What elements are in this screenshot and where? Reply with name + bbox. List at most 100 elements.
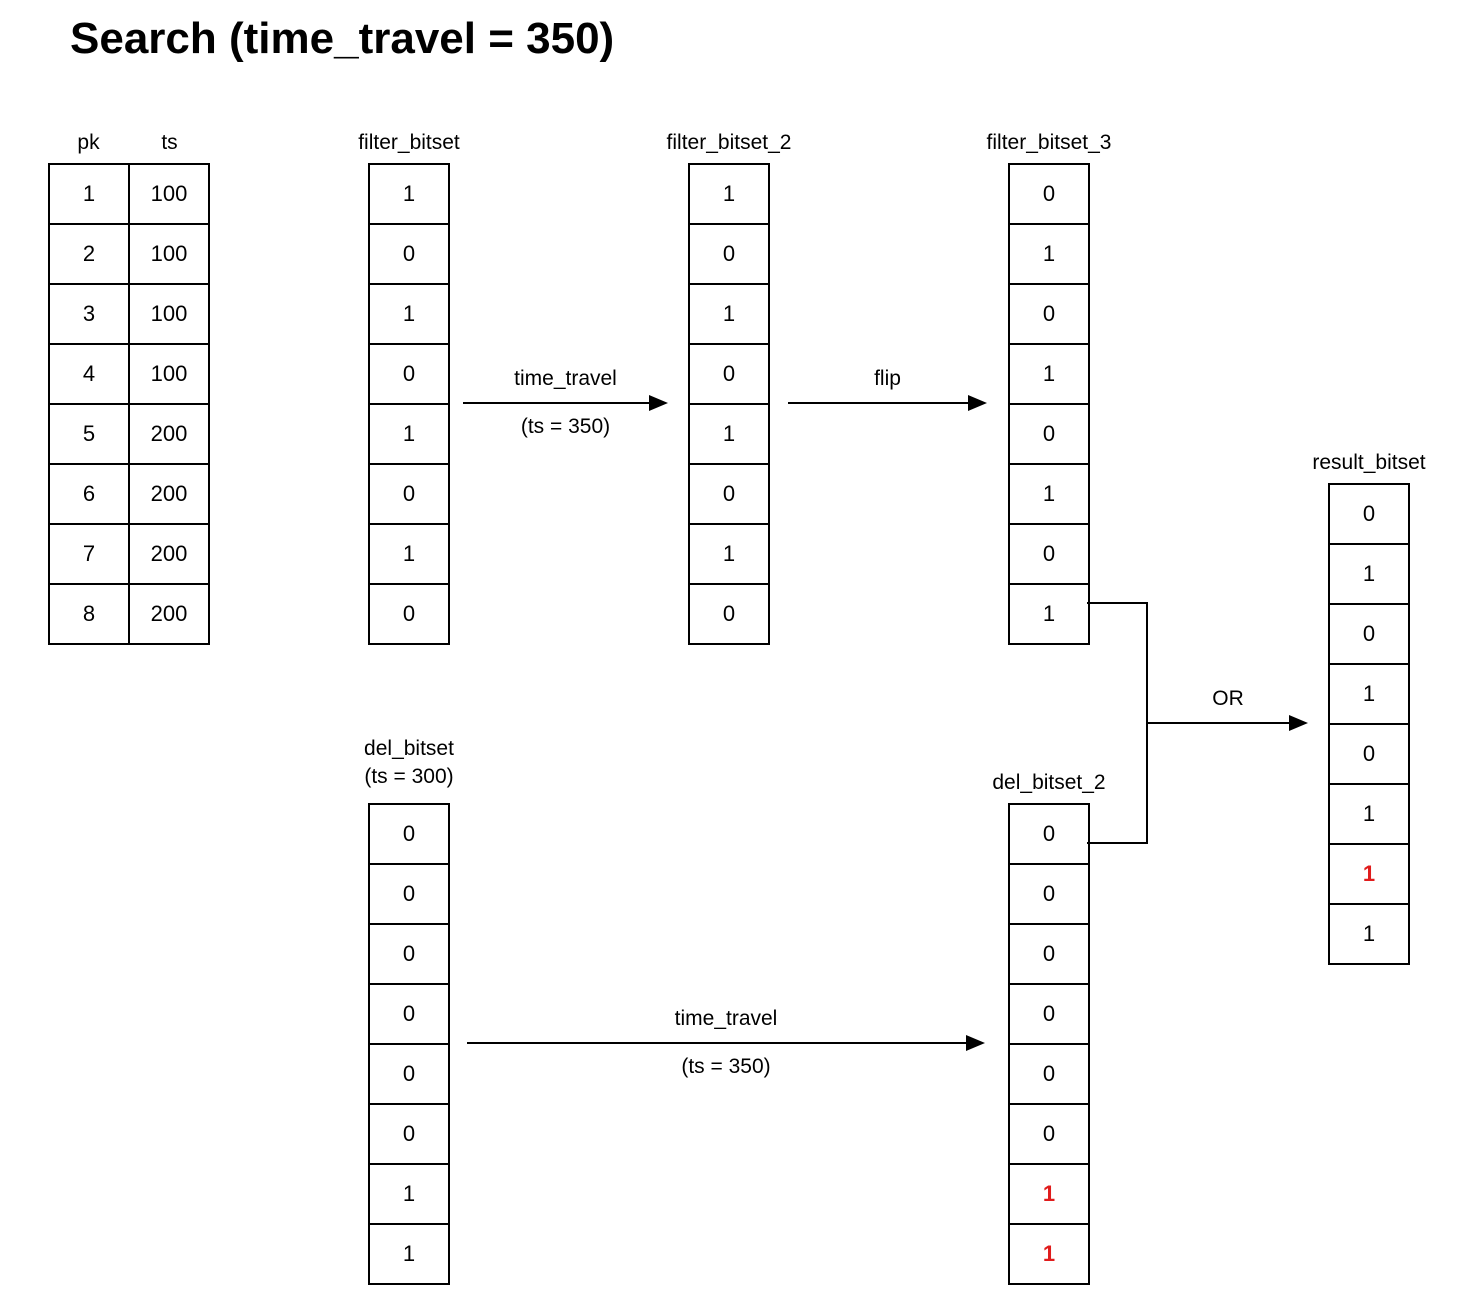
- result_bitset-cell-5: 0: [1328, 723, 1410, 785]
- time-travel-arrow-bottom-label: time_travel: [674, 1007, 778, 1030]
- del-bitset-label: del_bitset: [364, 737, 454, 760]
- result_bitset-cell-8: 1: [1328, 903, 1410, 965]
- time-travel-arrow-bottom-shaft: [467, 1034, 985, 1052]
- or-arrow: OR: [1148, 686, 1308, 732]
- del_bitset_2-cell-6: 0: [1008, 1103, 1090, 1165]
- record-cell-ts-1: 100: [128, 163, 210, 225]
- or-arrow-shaft: [1148, 714, 1308, 732]
- del_bitset_2-cell-7: 1: [1008, 1163, 1090, 1225]
- arrow-line: [1148, 722, 1289, 724]
- filter_bitset_2-cell-1: 1: [688, 163, 770, 225]
- filter_bitset_3-cell-8: 1: [1008, 583, 1090, 645]
- del_bitset-cell-3: 0: [368, 923, 450, 985]
- connector-filter-bitset-3: [1087, 602, 1148, 604]
- filter_bitset_3-cell-6: 1: [1008, 463, 1090, 525]
- filter_bitset_2-cell-4: 0: [688, 343, 770, 405]
- time-travel-arrow-bottom: time_travel (ts = 350): [467, 1006, 985, 1080]
- filter_bitset-cell-4: 0: [368, 343, 450, 405]
- result_bitset-cell-4: 1: [1328, 663, 1410, 725]
- record-cell-pk-3: 3: [48, 283, 130, 345]
- arrow-line: [788, 402, 968, 404]
- time-travel-arrow-top-shaft: [463, 394, 668, 412]
- filter_bitset-cell-7: 1: [368, 523, 450, 585]
- filter_bitset-cell-3: 1: [368, 283, 450, 345]
- filter-bitset-3-label: filter_bitset_3: [986, 131, 1112, 154]
- del_bitset_2-cell-3: 0: [1008, 923, 1090, 985]
- arrowhead-icon: [966, 1035, 985, 1051]
- del_bitset_2-cell-5: 0: [1008, 1043, 1090, 1105]
- filter-bitset-label: filter_bitset: [358, 131, 460, 154]
- filter_bitset-cell-6: 0: [368, 463, 450, 525]
- record-cell-pk-4: 4: [48, 343, 130, 405]
- filter_bitset-cell-8: 0: [368, 583, 450, 645]
- column-header-ts: ts: [161, 131, 178, 154]
- filter_bitset_2-cell-5: 1: [688, 403, 770, 465]
- record-cell-ts-8: 200: [128, 583, 210, 645]
- arrow-line: [467, 1042, 966, 1044]
- record-cell-pk-6: 6: [48, 463, 130, 525]
- record-table-headers: pk ts: [48, 129, 210, 157]
- time-travel-arrow-top-sublabel: (ts = 350): [520, 415, 611, 438]
- record-cell-pk-5: 5: [48, 403, 130, 465]
- record-cell-ts-4: 100: [128, 343, 210, 405]
- filter_bitset_3-cell-4: 1: [1008, 343, 1090, 405]
- record-cell-pk-7: 7: [48, 523, 130, 585]
- del_bitset-cell-2: 0: [368, 863, 450, 925]
- filter_bitset-cell-1: 1: [368, 163, 450, 225]
- filter_bitset-cell-2: 0: [368, 223, 450, 285]
- record-cell-ts-6: 200: [128, 463, 210, 525]
- del-bitset-2-label: del_bitset_2: [992, 771, 1106, 794]
- column-header-pk: pk: [77, 131, 100, 154]
- flip-arrow: flip: [788, 366, 987, 412]
- or-arrow-label: OR: [1212, 687, 1244, 710]
- result_bitset-cell-6: 1: [1328, 783, 1410, 845]
- arrowhead-icon: [649, 395, 668, 411]
- arrowhead-icon: [968, 395, 987, 411]
- connector-vertical: [1146, 602, 1148, 844]
- filter_bitset_2-cell-3: 1: [688, 283, 770, 345]
- record-cell-ts-7: 200: [128, 523, 210, 585]
- result_bitset-cell-7: 1: [1328, 843, 1410, 905]
- filter_bitset_3-cell-7: 0: [1008, 523, 1090, 585]
- record-cell-pk-8: 8: [48, 583, 130, 645]
- del_bitset-cell-6: 0: [368, 1103, 450, 1165]
- record-cell-ts-5: 200: [128, 403, 210, 465]
- filter_bitset_2-cell-6: 0: [688, 463, 770, 525]
- result-bitset-label: result_bitset: [1312, 451, 1426, 474]
- time-travel-arrow-bottom-sublabel: (ts = 350): [681, 1055, 771, 1078]
- del_bitset_2-cell-8: 1: [1008, 1223, 1090, 1285]
- filter_bitset_3-cell-5: 0: [1008, 403, 1090, 465]
- filter_bitset-cell-5: 1: [368, 403, 450, 465]
- filter_bitset_3-cell-3: 0: [1008, 283, 1090, 345]
- filter-bitset-2-label: filter_bitset_2: [666, 131, 792, 154]
- del_bitset-cell-4: 0: [368, 983, 450, 1045]
- flip-arrow-label: flip: [874, 367, 901, 390]
- filter_bitset_3-cell-1: 0: [1008, 163, 1090, 225]
- page-title: Search (time_travel = 350): [70, 14, 615, 63]
- time-travel-arrow-top-label: time_travel: [514, 367, 617, 390]
- record-cell-pk-2: 2: [48, 223, 130, 285]
- arrowhead-icon: [1289, 715, 1308, 731]
- record-cell-ts-2: 100: [128, 223, 210, 285]
- del_bitset-cell-7: 1: [368, 1163, 450, 1225]
- del-bitset-sublabel: (ts = 300): [364, 765, 454, 788]
- filter_bitset_2-cell-2: 0: [688, 223, 770, 285]
- filter_bitset_3-cell-2: 1: [1008, 223, 1090, 285]
- time-travel-arrow-top: time_travel (ts = 350): [463, 366, 668, 440]
